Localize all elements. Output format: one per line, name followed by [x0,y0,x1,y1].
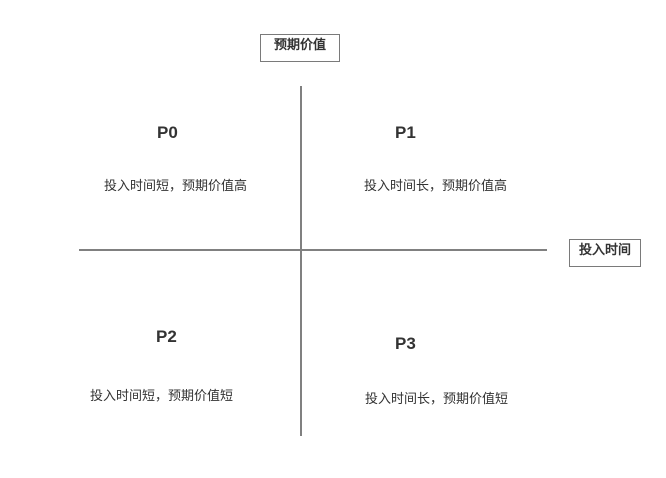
quadrant-p3-description: 投入时间长，预期价值短 [365,392,509,407]
horizontal-axis-line [79,249,547,251]
quadrant-p2-description: 投入时间短，预期价值短 [90,389,234,404]
quadrant-p1-title: P1 [395,123,416,142]
x-axis-label: 投入时间 [569,239,641,267]
y-axis-label: 预期价值 [260,34,340,62]
quadrant-p1-description: 投入时间长，预期价值高 [364,179,508,194]
vertical-axis-line [300,86,302,436]
quadrant-p0-description: 投入时间短，预期价值高 [104,179,248,194]
quadrant-p3-title: P3 [395,334,416,353]
quadrant-p2-title: P2 [156,327,177,346]
quadrant-p0-title: P0 [157,123,178,142]
